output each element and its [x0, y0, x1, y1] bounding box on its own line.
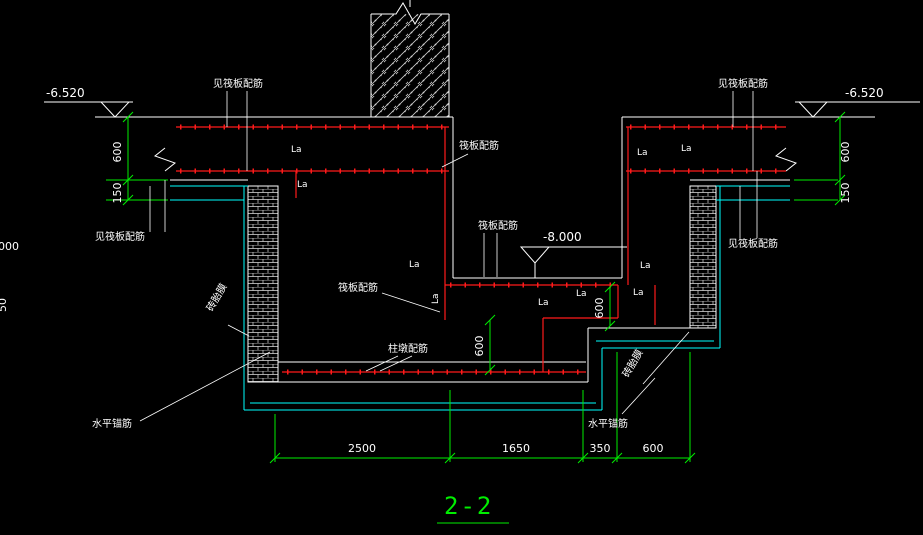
elevation-middle-label: -8.000: [543, 230, 582, 244]
section-title: 2-2: [444, 492, 493, 520]
elevation-left-label: -6.520: [46, 86, 85, 100]
lap-label: La: [681, 144, 692, 154]
dim-left-600: 600: [111, 142, 124, 163]
lap-label: La: [640, 261, 651, 271]
concrete-hatch: [371, 14, 449, 117]
note-see-raft-mid-right: 见筏板配筋: [728, 237, 778, 250]
lap-label: La: [538, 298, 549, 308]
structure-outline: [153, 116, 798, 383]
dim-mid-step: 600: [473, 314, 496, 376]
dim-bottom-600: 600: [643, 442, 664, 455]
note-see-raft-mid-left: 见筏板配筋: [95, 230, 145, 243]
dim-mid-right: 600: [593, 281, 616, 332]
note-see-raft-top-left: 见筏板配筋: [213, 77, 263, 90]
note-pedestal: 柱墩配筋: [388, 342, 428, 355]
rebar: [176, 124, 786, 375]
elevation-marker-right: -6.520: [790, 86, 920, 118]
edge-truncated-text: 000 50: [0, 240, 19, 312]
break-line-icon: [774, 147, 798, 172]
lap-label: La: [576, 289, 587, 299]
lap-label: La: [633, 288, 644, 298]
note-raft-lower-left: 筏板配筋: [338, 281, 378, 294]
dim-right-600: 600: [839, 142, 852, 163]
note-anchor-left: 水平锚筋: [92, 417, 132, 430]
drawing-title: 2-2: [437, 492, 509, 524]
edge-dim-partial: 50: [0, 298, 9, 312]
note-raft-middle: 筏板配筋: [478, 219, 518, 232]
dim-right-150: 150: [839, 183, 852, 204]
dim-mid-right-600: 600: [593, 298, 606, 319]
elevation-marker-middle: -8.000: [519, 230, 627, 278]
elevation-triangle-icon: [99, 101, 131, 118]
dim-bottom-350: 350: [590, 442, 611, 455]
dim-bottom-1650: 1650: [502, 442, 530, 455]
elevation-marker-left: -6.520: [44, 86, 170, 118]
dim-right-vertical: 600 150: [794, 111, 852, 206]
lap-label: La: [409, 260, 420, 270]
edge-elevation-partial: 000: [0, 240, 19, 253]
lap-label: La: [637, 148, 648, 158]
dim-left-vertical: 600 150: [106, 111, 168, 206]
elevation-right-label: -6.520: [845, 86, 884, 100]
elevation-triangle-icon: [519, 246, 551, 264]
brick-wall-left: [247, 185, 279, 383]
dim-left-150: 150: [111, 183, 124, 204]
lap-labels: La La La La La La La La La La: [291, 144, 692, 308]
lap-label: La: [291, 145, 302, 155]
dim-bottom: 2500 1650 350 600: [269, 352, 696, 464]
break-line-icon: [371, 2, 449, 25]
dim-bottom-2500: 2500: [348, 442, 376, 455]
lap-label: La: [297, 180, 308, 190]
dim-mid-step-600: 600: [473, 336, 486, 357]
brick-wall-right: [689, 185, 717, 329]
lap-label: La: [431, 293, 441, 304]
concrete-column: [370, 0, 450, 117]
note-raft-upper: 筏板配筋: [459, 139, 499, 152]
pit-lining: [170, 185, 790, 411]
elevation-triangle-icon: [797, 101, 829, 118]
note-anchor-right: 水平锚筋: [588, 417, 628, 430]
break-line-icon: [153, 147, 177, 172]
note-see-raft-top-right: 见筏板配筋: [718, 77, 768, 90]
